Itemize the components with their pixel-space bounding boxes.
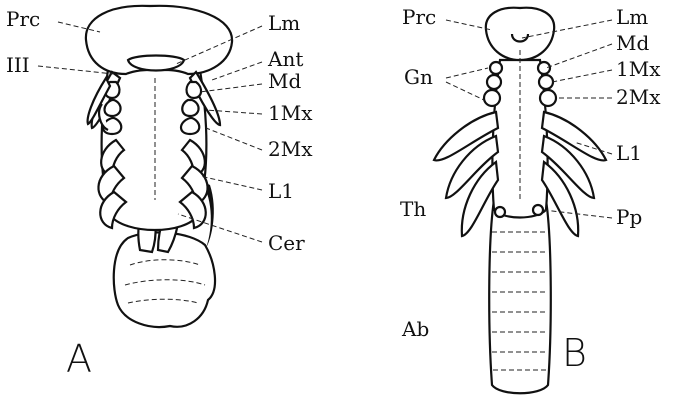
label-b-2mx: 2Mx	[616, 85, 661, 109]
label-a-md: Md	[268, 69, 301, 93]
embryo-b-pleuropodium-right	[533, 205, 543, 215]
embryo-a	[86, 6, 232, 327]
embryo-b-abdomen	[489, 200, 551, 393]
label-a-1mx: 1Mx	[268, 101, 313, 125]
panel-b-letter: B	[562, 331, 587, 375]
label-b-pp: Pp	[616, 205, 642, 229]
label-b-md: Md	[616, 31, 649, 55]
label-a-iii: III	[6, 53, 30, 77]
label-b-1mx: 1Mx	[616, 57, 661, 81]
embryo-b-pleuropodium-left	[495, 207, 505, 217]
label-b-ab: Ab	[401, 317, 429, 341]
label-a-ant: Ant	[267, 47, 303, 71]
embryo-a-labrum	[128, 56, 184, 71]
label-a-l1: L1	[268, 179, 294, 203]
label-b-l1: L1	[616, 141, 642, 165]
label-a-lm: Lm	[268, 11, 300, 35]
label-a-prc: Prc	[6, 7, 40, 31]
label-b-th: Th	[400, 197, 426, 221]
label-b-gn: Gn	[404, 65, 433, 89]
panel-a-letter: A	[66, 337, 92, 381]
label-b-prc: Prc	[402, 5, 436, 29]
label-a-2mx: 2Mx	[268, 137, 313, 161]
label-a-cer: Cer	[268, 231, 305, 255]
label-b-lm: Lm	[616, 5, 648, 29]
